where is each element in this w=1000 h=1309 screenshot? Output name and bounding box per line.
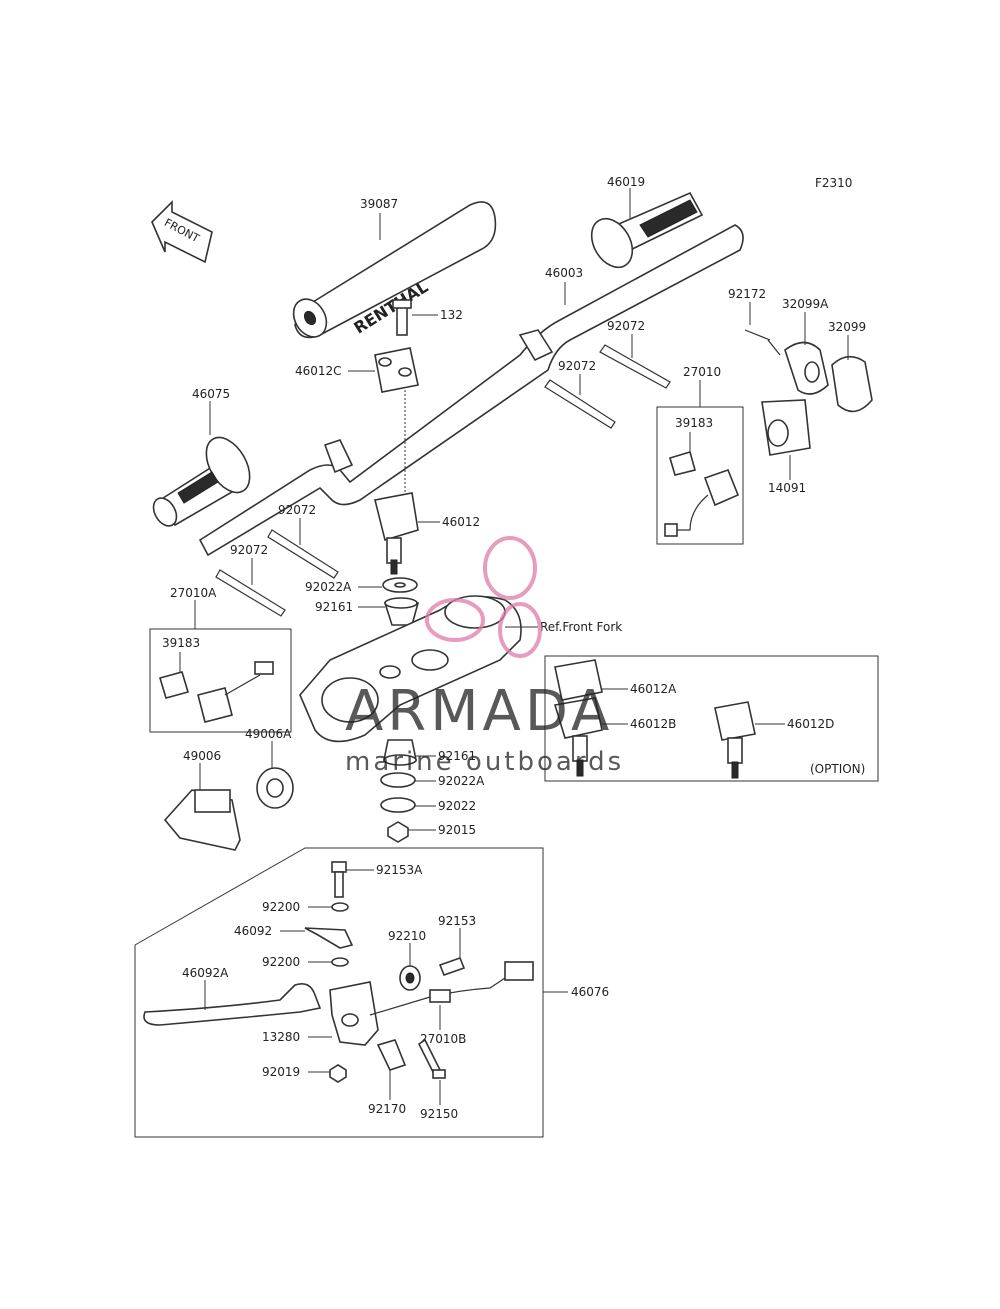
right-grip bbox=[590, 191, 704, 269]
label-92072-a: 92072 bbox=[607, 319, 645, 333]
label-92153A: 92153A bbox=[376, 863, 423, 877]
label-92022: 92022 bbox=[438, 799, 476, 813]
label-92200-a: 92200 bbox=[262, 900, 300, 914]
adjuster-49006A bbox=[256, 767, 294, 809]
handlebar-pad: RENTHAL bbox=[292, 201, 497, 339]
label-39087: 39087 bbox=[360, 197, 398, 211]
cable-ties bbox=[215, 344, 671, 617]
label-92072-c: 92072 bbox=[278, 503, 316, 517]
bolt-92153A bbox=[331, 861, 347, 898]
bushing-92161-lower bbox=[383, 739, 417, 766]
watermark-brand: ARMADA bbox=[345, 679, 613, 744]
label-92072-b: 92072 bbox=[558, 359, 596, 373]
clamp-46012A bbox=[554, 659, 603, 701]
option-label: (OPTION) bbox=[810, 762, 865, 776]
watermark: ARMADA marine outboards bbox=[345, 536, 624, 777]
switch-box-27010A bbox=[149, 628, 292, 733]
label-92161-b: 92161 bbox=[438, 749, 476, 763]
label-132: 132 bbox=[440, 308, 463, 322]
label-27010B: 27010B bbox=[420, 1032, 466, 1046]
label-39183-a: 39183 bbox=[675, 416, 713, 430]
label-49006: 49006 bbox=[183, 749, 221, 763]
label-46019: 46019 bbox=[607, 175, 645, 189]
bolt-92172 bbox=[744, 329, 781, 356]
label-46003: 46003 bbox=[545, 266, 583, 280]
label-46012C: 46012C bbox=[295, 364, 342, 378]
label-46076: 46076 bbox=[571, 985, 609, 999]
label-92153: 92153 bbox=[438, 914, 476, 928]
label-46012D: 46012D bbox=[787, 717, 834, 731]
nut-92015 bbox=[387, 821, 409, 843]
left-grip bbox=[152, 436, 251, 527]
bolt-92150 bbox=[417, 1038, 446, 1079]
switch-housing-32099A bbox=[784, 341, 829, 395]
switch-housing-32099 bbox=[831, 355, 873, 413]
label-92172: 92172 bbox=[728, 287, 766, 301]
label-46012B: 46012B bbox=[630, 717, 676, 731]
clutch-lever-46092A bbox=[143, 982, 322, 1026]
switch-27010B bbox=[369, 961, 534, 1016]
washer-92200-a bbox=[331, 902, 349, 912]
handlebar-holder bbox=[374, 492, 419, 575]
label-49006A: 49006A bbox=[245, 727, 292, 741]
lever-guard-49006 bbox=[163, 789, 241, 851]
holder-46012B bbox=[553, 697, 603, 777]
switch-27010 bbox=[664, 450, 740, 537]
label-46092A: 46092A bbox=[182, 966, 229, 980]
label-14091: 14091 bbox=[768, 481, 806, 495]
label-13280: 13280 bbox=[262, 1030, 300, 1044]
label-92022A: 92022A bbox=[305, 580, 352, 594]
bolt-92153 bbox=[438, 956, 466, 977]
washer-92022 bbox=[380, 797, 416, 813]
label-46075: 46075 bbox=[192, 387, 230, 401]
label-92170: 92170 bbox=[368, 1102, 406, 1116]
bolt-132 bbox=[392, 299, 412, 336]
label-27010: 27010 bbox=[683, 365, 721, 379]
label-32099A: 32099A bbox=[782, 297, 829, 311]
throttle-housing bbox=[761, 399, 811, 456]
clamp-upper bbox=[374, 347, 419, 393]
washer-92022A-lower bbox=[380, 772, 416, 788]
nut-92019 bbox=[329, 1064, 347, 1083]
label-92072-d: 92072 bbox=[230, 543, 268, 557]
holder-46012D bbox=[714, 701, 756, 779]
handlebar bbox=[198, 224, 744, 557]
label-92161: 92161 bbox=[315, 600, 353, 614]
switch-27010A bbox=[158, 661, 274, 723]
label-92022A-b: 92022A bbox=[438, 774, 485, 788]
label-92200-b: 92200 bbox=[262, 955, 300, 969]
option-box bbox=[544, 655, 879, 782]
label-46012A: 46012A bbox=[630, 682, 677, 696]
figure-id: F2310 bbox=[815, 176, 852, 190]
bushing-92210 bbox=[399, 965, 421, 991]
lever-holder-13280 bbox=[329, 981, 379, 1046]
ref-front-fork: Ref.Front Fork bbox=[540, 620, 622, 634]
triple-clamp bbox=[299, 595, 522, 743]
label-92019: 92019 bbox=[262, 1065, 300, 1079]
watermark-logo-icon bbox=[483, 536, 537, 600]
label-46012: 46012 bbox=[442, 515, 480, 529]
watermark-tagline: marine outboards bbox=[345, 747, 624, 777]
label-39183-b: 39183 bbox=[162, 636, 200, 650]
bracket-92170 bbox=[376, 1039, 407, 1071]
label-92150: 92150 bbox=[420, 1107, 458, 1121]
front-arrow-icon: FRONT bbox=[151, 200, 213, 264]
label-92210: 92210 bbox=[388, 929, 426, 943]
label-92015: 92015 bbox=[438, 823, 476, 837]
label-32099: 32099 bbox=[828, 320, 866, 334]
bushing-92161 bbox=[383, 597, 420, 626]
label-46092: 46092 bbox=[234, 924, 272, 938]
link-46092 bbox=[304, 927, 354, 949]
label-27010A: 27010A bbox=[170, 586, 217, 600]
washer-92200-b bbox=[331, 957, 349, 967]
